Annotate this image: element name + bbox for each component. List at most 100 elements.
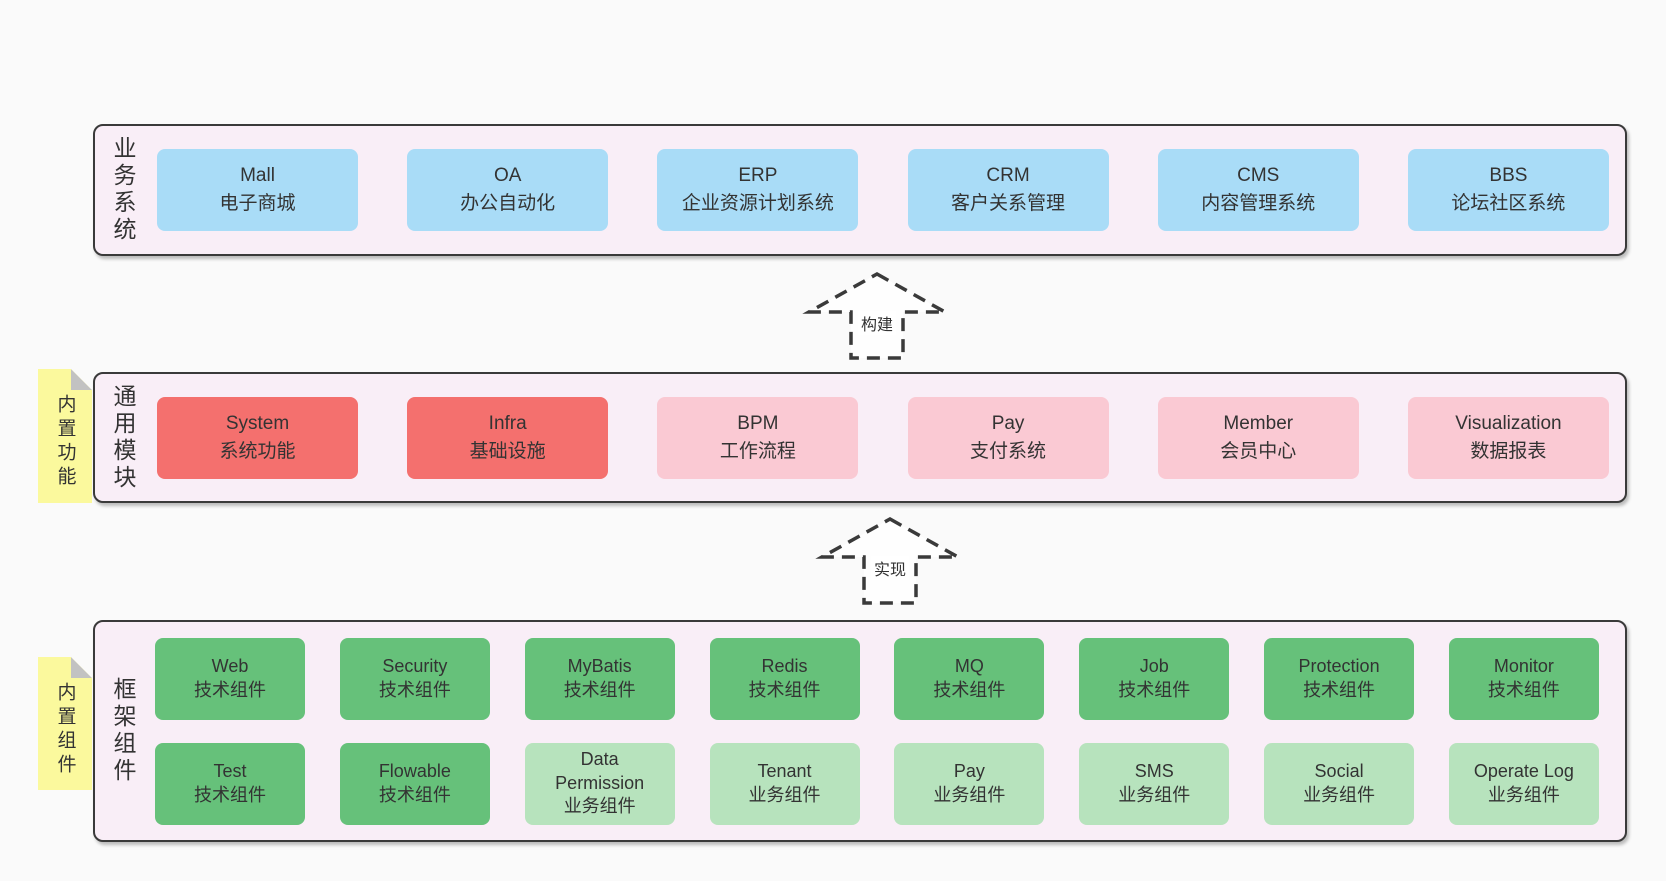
band-label-framework: 框架组件	[110, 677, 136, 785]
box-title: System	[225, 412, 290, 434]
note-text: 内置组件	[54, 681, 76, 778]
box-subtitle: 技术组件	[378, 679, 451, 700]
sticky-note-built-in-components: 内置组件	[38, 657, 92, 790]
box-bbs: BBS 论坛社区系统	[1407, 149, 1609, 231]
box-mall: Mall 电子商城	[157, 149, 358, 231]
box-subtitle: 业务组件	[933, 784, 1006, 805]
box-subtitle: 系统功能	[219, 440, 296, 462]
box-title: Operate Log	[1473, 761, 1574, 782]
box-subtitle: 企业资源计划系统	[681, 193, 834, 214]
band-label-business: 业务系统	[110, 136, 136, 244]
box-subtitle: 技术组件	[1303, 679, 1376, 700]
box-subtitle: 支付系统	[970, 440, 1047, 462]
box-title: Monitor	[1493, 656, 1554, 677]
build-arrow: 构建	[802, 271, 952, 361]
box-subtitle: 技术组件	[378, 784, 451, 805]
box-subtitle: 技术组件	[933, 679, 1006, 700]
box-member: Member 会员中心	[1157, 396, 1359, 479]
box-subtitle: 内容管理系统	[1201, 193, 1316, 214]
box-erp: ERP 企业资源计划系统	[657, 149, 859, 231]
box-title: Job	[1139, 656, 1169, 677]
build-arrow-label: 构建	[857, 311, 897, 335]
box-subtitle: 业务组件	[748, 784, 821, 805]
box-title: Protection	[1298, 656, 1380, 677]
box-title: Security	[382, 656, 448, 677]
box-title: Test	[213, 761, 247, 782]
box-subtitle: 技术组件	[1118, 679, 1191, 700]
box-title: MQ	[954, 656, 984, 677]
box-title: Data Permission	[555, 749, 645, 793]
box-system: System 系统功能	[157, 396, 358, 479]
box-title: Flowable	[378, 761, 451, 782]
box-title: Pay	[953, 761, 985, 782]
box-title: Social	[1314, 761, 1364, 782]
box-title: CRM	[986, 165, 1030, 187]
box-subtitle: 业务组件	[1487, 784, 1560, 805]
box-subtitle: 基础设施	[469, 440, 546, 462]
box-subtitle: 业务组件	[1118, 784, 1191, 805]
box-title: Visualization	[1455, 412, 1562, 434]
box-title: Tenant	[757, 761, 812, 782]
box-subtitle: 电子商城	[219, 193, 296, 214]
box-subtitle: 工作流程	[719, 440, 796, 462]
box-title: Pay	[991, 412, 1025, 434]
note-fold-corner	[71, 369, 92, 390]
box-title: CMS	[1237, 165, 1280, 187]
box-subtitle: 技术组件	[748, 679, 821, 700]
band-label-modules: 通用模块	[110, 383, 136, 492]
note-text: 内置功能	[54, 394, 76, 490]
box-pay: Pay 支付系统	[907, 396, 1109, 479]
box-title: Web	[211, 656, 249, 677]
box-subtitle: 业务组件	[563, 796, 636, 817]
box-subtitle: 办公自动化	[460, 193, 556, 214]
box-subtitle: 数据报表	[1470, 440, 1547, 462]
box-subtitle: 论坛社区系统	[1451, 193, 1566, 214]
box-subtitle: 技术组件	[1487, 679, 1560, 700]
implement-arrow-label: 实现	[870, 556, 910, 580]
box-cms: CMS 内容管理系统	[1157, 149, 1359, 231]
box-visualization: Visualization 数据报表	[1407, 396, 1609, 479]
box-title: Member	[1223, 412, 1294, 434]
box-title: SMS	[1134, 761, 1174, 782]
box-title: Mall	[240, 165, 275, 187]
implement-arrow: 实现	[815, 516, 965, 606]
box-subtitle: 技术组件	[194, 679, 266, 700]
box-title: OA	[493, 165, 522, 187]
box-subtitle: 业务组件	[1303, 784, 1376, 805]
box-title: Redis	[761, 656, 808, 677]
box-subtitle: 会员中心	[1220, 440, 1297, 462]
sticky-note-built-in-features: 内置功能	[38, 369, 92, 503]
box-subtitle: 技术组件	[194, 784, 266, 805]
note-fold-corner	[71, 657, 92, 678]
box-title: ERP	[738, 165, 778, 187]
box-title: BBS	[1489, 165, 1528, 187]
box-data-permission: Data Permission 业务组件	[524, 742, 675, 825]
